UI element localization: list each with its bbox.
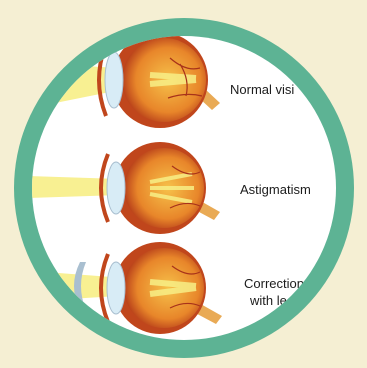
label-normal-vision: Normal visi	[230, 82, 294, 97]
label-correction-line1: Correction	[244, 276, 304, 291]
eye-lens	[105, 52, 123, 108]
eye-lens	[107, 262, 125, 314]
label-astigmatism: Astigmatism	[240, 182, 311, 197]
eye-lens	[107, 162, 125, 214]
